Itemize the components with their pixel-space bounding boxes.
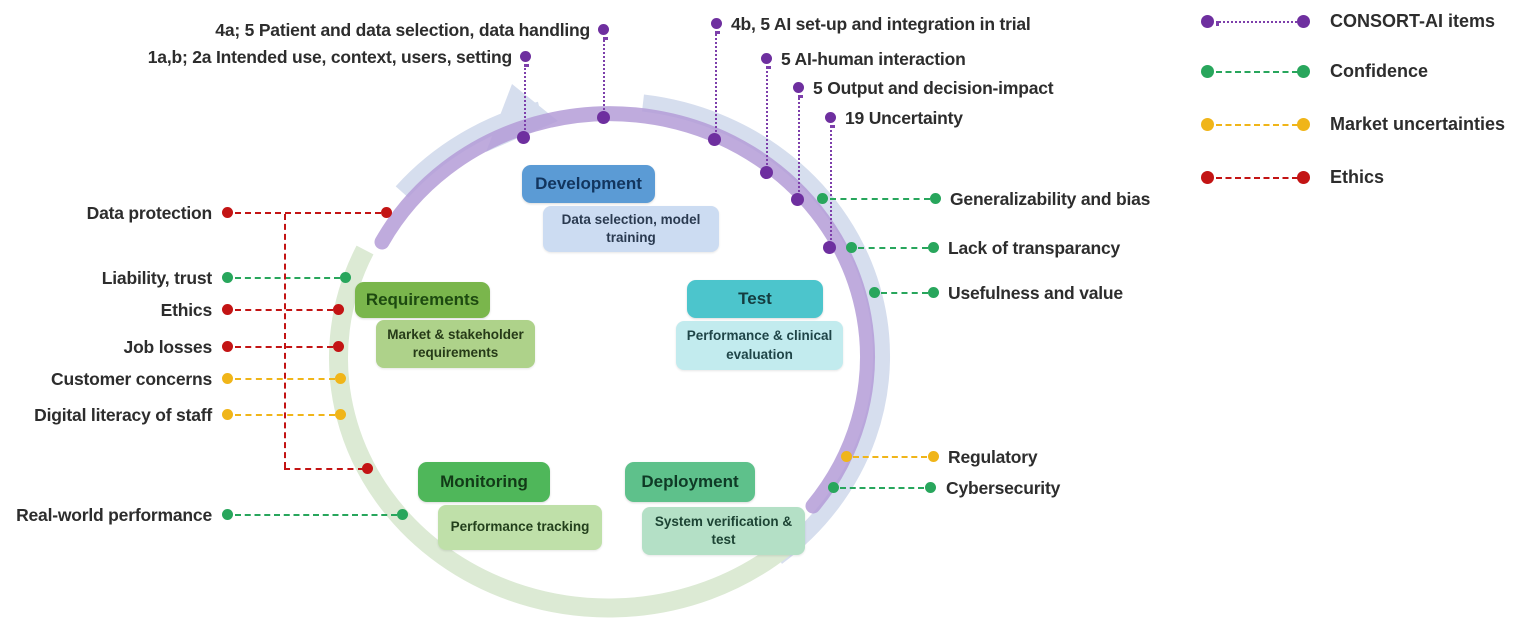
consort-connector bbox=[830, 125, 832, 244]
consort-dot bbox=[825, 112, 836, 123]
label-data-protection: Data protection bbox=[86, 203, 213, 223]
consort-connector bbox=[524, 64, 526, 134]
ethics-ring-dot bbox=[362, 463, 373, 474]
consort-dot bbox=[598, 24, 609, 35]
confidence-connector bbox=[840, 487, 924, 489]
label-consort-intended-use: 1a,b; 2a Intended use, context, users, s… bbox=[147, 47, 512, 67]
phase-requirements: Requirements bbox=[355, 282, 490, 318]
label-digital-literacy: Digital literacy of staff bbox=[34, 405, 212, 425]
label-cybersecurity: Cybersecurity bbox=[946, 478, 1061, 498]
ethics-ring-dot bbox=[333, 341, 344, 352]
market-ring-dot bbox=[841, 451, 852, 462]
phase-test-subtitle: Performance & clinical evaluation bbox=[676, 321, 843, 370]
ethics-ring-dot bbox=[333, 304, 344, 315]
label-usefulness: Usefulness and value bbox=[948, 283, 1123, 303]
phase-requirements-subtitle: Market & stakeholder requirements bbox=[376, 320, 535, 368]
label-consort-output-impact: 5 Output and decision-impact bbox=[813, 78, 1054, 98]
confidence-dot bbox=[928, 242, 939, 253]
legend-label-market: Market uncertainties bbox=[1330, 114, 1506, 134]
label-job-losses: Job losses bbox=[123, 337, 213, 357]
legend-confidence-dot bbox=[1297, 65, 1310, 78]
consort-dot bbox=[711, 18, 722, 29]
consort-connector bbox=[715, 31, 717, 136]
phase-deployment: Deployment bbox=[625, 462, 755, 502]
legend-label-consort: CONSORT-AI items bbox=[1330, 11, 1496, 31]
legend-consort-dot bbox=[1201, 15, 1214, 28]
label-consort-uncertainty: 19 Uncertainty bbox=[845, 108, 963, 128]
confidence-dot bbox=[930, 193, 941, 204]
phase-development-subtitle: Data selection, model training bbox=[543, 206, 719, 252]
confidence-dot bbox=[928, 287, 939, 298]
label-liability-trust: Liability, trust bbox=[101, 268, 212, 288]
legend-consort-line bbox=[1216, 21, 1301, 23]
phase-monitoring-subtitle: Performance tracking bbox=[438, 505, 602, 550]
label-generalizability: Generalizability and bias bbox=[950, 189, 1151, 209]
market-ring-dot bbox=[335, 409, 346, 420]
legend-confidence-line bbox=[1216, 71, 1298, 73]
ethics-connector bbox=[235, 212, 381, 214]
legend-ethics-dot bbox=[1297, 171, 1310, 184]
phase-development: Development bbox=[522, 165, 655, 203]
ethics-dot bbox=[222, 207, 233, 218]
consort-dot bbox=[761, 53, 772, 64]
legend-ethics-line bbox=[1216, 177, 1298, 179]
consort-ring-dot bbox=[791, 193, 804, 206]
ethics-dot bbox=[222, 304, 233, 315]
confidence-connector bbox=[235, 514, 397, 516]
market-dot bbox=[222, 409, 233, 420]
legend-label-ethics: Ethics bbox=[1330, 167, 1385, 187]
phase-deployment-subtitle: System verification & test bbox=[642, 507, 805, 555]
confidence-ring-dot bbox=[828, 482, 839, 493]
confidence-connector bbox=[858, 247, 928, 249]
ring-purple-arc bbox=[374, 106, 875, 514]
confidence-dot bbox=[222, 509, 233, 520]
label-consort-ai-setup: 4b, 5 AI set-up and integration in trial bbox=[731, 14, 1031, 34]
consort-connector bbox=[766, 66, 768, 169]
phase-monitoring: Monitoring bbox=[418, 462, 550, 502]
confidence-connector bbox=[881, 292, 928, 294]
confidence-ring-dot bbox=[340, 272, 351, 283]
confidence-connector bbox=[235, 277, 340, 279]
consort-ring-dot bbox=[708, 133, 721, 146]
confidence-dot bbox=[925, 482, 936, 493]
confidence-dot bbox=[222, 272, 233, 283]
market-ring-dot bbox=[335, 373, 346, 384]
label-regulatory: Regulatory bbox=[948, 447, 1038, 467]
label-transparency: Lack of transparancy bbox=[948, 238, 1121, 258]
legend-consort-dot bbox=[1297, 15, 1310, 28]
consort-connector bbox=[603, 37, 605, 114]
legend-confidence-dot bbox=[1201, 65, 1214, 78]
legend-ethics-dot bbox=[1201, 171, 1214, 184]
consort-ring-dot bbox=[823, 241, 836, 254]
label-consort-ai-human: 5 AI-human interaction bbox=[781, 49, 966, 69]
ethics-elbow-vertical bbox=[284, 214, 286, 468]
ethics-ring-dot bbox=[381, 207, 392, 218]
market-dot bbox=[928, 451, 939, 462]
confidence-ring-dot bbox=[817, 193, 828, 204]
consort-dot bbox=[520, 51, 531, 62]
ethics-elbow-horizontal bbox=[284, 468, 364, 470]
label-ethics: Ethics bbox=[160, 300, 213, 320]
label-consort-patient-data: 4a; 5 Patient and data selection, data h… bbox=[215, 20, 590, 40]
consort-dot bbox=[793, 82, 804, 93]
ethics-dot bbox=[222, 341, 233, 352]
confidence-connector bbox=[830, 198, 930, 200]
market-connector bbox=[853, 456, 927, 458]
market-dot bbox=[222, 373, 233, 384]
label-customer-concerns: Customer concerns bbox=[51, 369, 212, 389]
legend-label-confidence: Confidence bbox=[1330, 61, 1429, 81]
consort-connector bbox=[798, 95, 800, 196]
confidence-ring-dot bbox=[869, 287, 880, 298]
legend-market-dot bbox=[1297, 118, 1310, 131]
consort-ring-dot bbox=[597, 111, 610, 124]
consort-ring-dot bbox=[760, 166, 773, 179]
label-real-world-performance: Real-world performance bbox=[16, 505, 212, 525]
legend-market-dot bbox=[1201, 118, 1214, 131]
legend-market-line bbox=[1216, 124, 1298, 126]
phase-test: Test bbox=[687, 280, 823, 318]
confidence-ring-dot bbox=[846, 242, 857, 253]
consort-ring-dot bbox=[517, 131, 530, 144]
confidence-ring-dot bbox=[397, 509, 408, 520]
